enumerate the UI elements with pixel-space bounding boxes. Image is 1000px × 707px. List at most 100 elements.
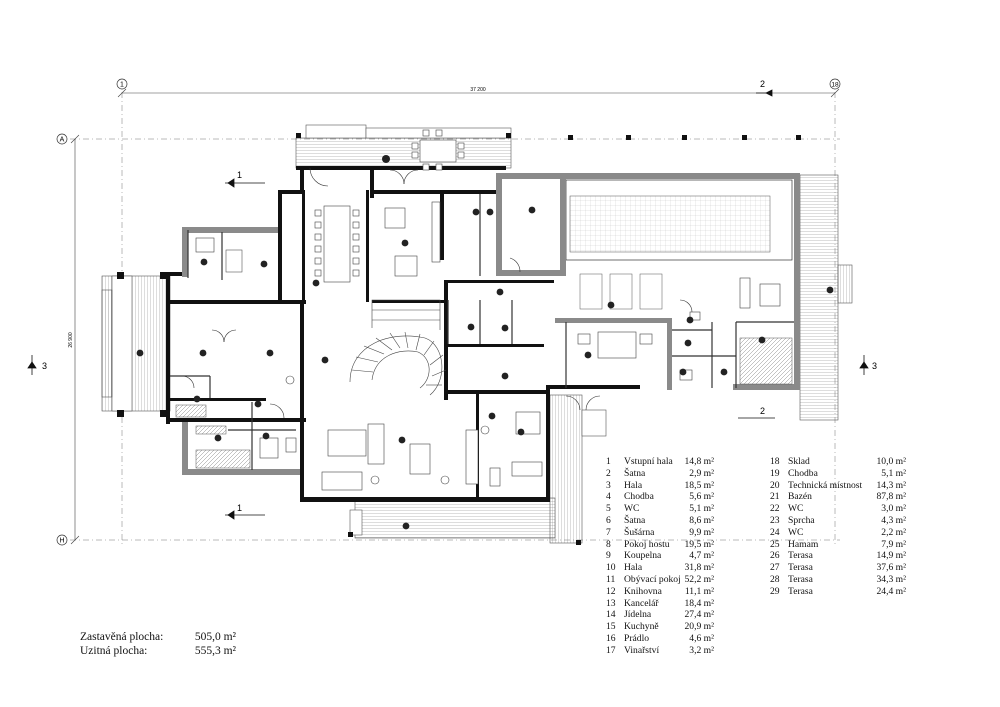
room-num: 19 (770, 467, 780, 479)
room-num: 7 (606, 526, 611, 538)
room-num: 13 (606, 597, 616, 609)
room-tag-entry (136, 349, 144, 357)
room-tags (136, 155, 834, 530)
room-area: 34,3 m² (876, 573, 906, 585)
room-tag-tech2 (679, 368, 687, 376)
section-marker-1 (225, 178, 265, 520)
room-tag-library (488, 412, 496, 420)
room-num: 3 (606, 479, 611, 491)
overall-width-dim: 37 200 (470, 87, 486, 93)
room-name: Koupelna (624, 550, 662, 562)
room-name: WC (788, 503, 804, 515)
room-area: 27,4 m² (684, 609, 714, 621)
room-name: Obývací pokoj (624, 573, 681, 585)
section-label-1-bottom: 1 (237, 503, 242, 513)
room-area: 37,6 m² (876, 562, 906, 574)
section-label-2-top: 2 (760, 79, 765, 89)
room-num: 18 (770, 456, 780, 467)
room-area: 8,6 m² (689, 514, 714, 526)
section-marker-2 (738, 89, 775, 419)
room-num: 22 (770, 503, 780, 515)
room-tag-wc24 (720, 368, 728, 376)
grid-bubble-18: 18 (829, 78, 841, 90)
room-area: 9,9 m² (689, 526, 714, 538)
room-name: Šušárna (624, 526, 655, 538)
section-marker-3 (27, 355, 869, 375)
room-area: 19,5 m² (684, 538, 714, 550)
room-name: Prádlo (624, 632, 650, 644)
usable-area-value: 555,3 m² (194, 645, 236, 657)
room-tag-kitchen (401, 239, 409, 247)
room-area: 5,1 m² (881, 467, 906, 479)
room-num: 15 (606, 621, 616, 633)
grid-bubble-h: H (56, 534, 68, 546)
room-name: Vstupní hala (624, 456, 673, 467)
structural-walls (166, 166, 640, 502)
room-num: 29 (770, 585, 780, 597)
room-tag-wc22 (686, 316, 694, 324)
section-label-3-left: 3 (42, 361, 47, 371)
room-num: 14 (606, 609, 616, 621)
room-num: 6 (606, 514, 611, 526)
room-name: Sprcha (788, 514, 815, 526)
room-area: 14,3 m² (876, 479, 906, 491)
room-tag-vestibule (199, 349, 207, 357)
room-tag-pantry2 (486, 208, 494, 216)
room-name: Jídelna (624, 609, 652, 621)
room-tag-terrace-north (382, 155, 390, 163)
room-num: 9 (606, 550, 611, 562)
room-area: 10,0 m² (876, 456, 906, 467)
room-num: 24 (770, 526, 780, 538)
area-summary: Zastavěná plocha: 505,0 m² Uzitná plocha… (80, 630, 236, 658)
room-tag-main-hall (321, 356, 329, 364)
room-name: Kancelář (624, 597, 659, 609)
posts (117, 133, 801, 545)
room-area: 24,4 m² (876, 585, 906, 597)
room-area: 4,7 m² (689, 550, 714, 562)
room-num: 10 (606, 562, 616, 574)
room-tag-office (517, 428, 525, 436)
room-area: 18,4 m² (684, 597, 714, 609)
grid-bubble-a: A (56, 133, 68, 145)
room-num: 17 (606, 644, 616, 656)
room-tag-terrace-east (826, 286, 834, 294)
room-schedule-row: 14 Jídelna 27,4 m² (606, 609, 714, 621)
room-schedule-row: 9 Koupelna 4,7 m² (606, 550, 714, 562)
room-num: 2 (606, 467, 611, 479)
room-area: 18,5 m² (684, 479, 714, 491)
room-name: Terasa (788, 573, 813, 585)
built-area-row: Zastavěná plocha: 505,0 m² (80, 630, 236, 644)
room-area: 2,2 m² (881, 526, 906, 538)
room-area: 14,9 m² (876, 550, 906, 562)
usable-area-row: Uzitná plocha: 555,3 m² (80, 644, 236, 658)
room-name: Šatna (624, 467, 646, 479)
room-tag-corridor3 (496, 288, 504, 296)
usable-area-label: Uzitná plocha: (80, 645, 148, 657)
door-swings (181, 167, 693, 419)
room-num: 20 (770, 479, 780, 491)
room-name: Šatna (624, 514, 646, 526)
room-name: Pokoj hostu (624, 538, 670, 550)
room-num: 23 (770, 514, 780, 526)
room-num: 25 (770, 538, 780, 550)
room-name: Hamam (788, 538, 819, 550)
room-tag-pantry (472, 208, 480, 216)
room-area: 3,2 m² (689, 644, 714, 656)
room-name: Knihovna (624, 585, 662, 597)
